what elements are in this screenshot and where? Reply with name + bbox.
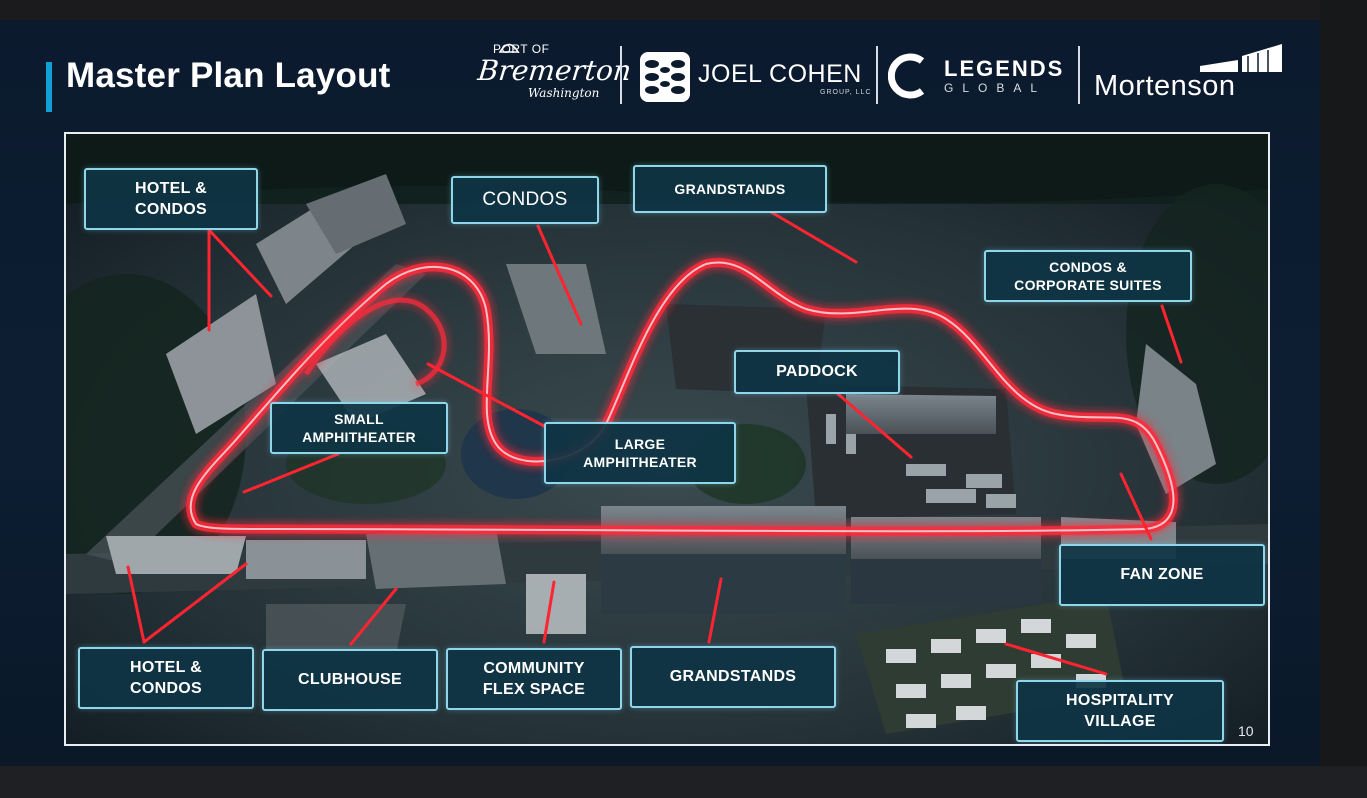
logo-divider: [1078, 46, 1080, 104]
label-grandstands-top: GRANDSTANDS: [633, 165, 827, 213]
label-community-flex-space: COMMUNITY FLEX SPACE: [446, 648, 622, 710]
legends-name: LEGENDS: [944, 56, 1065, 81]
title-accent-bar: [46, 62, 52, 112]
label-paddock: PADDOCK: [734, 350, 900, 394]
aerial-rendering: [66, 134, 1268, 744]
label-condos: CONDOS: [451, 176, 599, 224]
presentation-slide: Master Plan Layout PORT OF Bremerton Was…: [0, 20, 1320, 766]
joel-cohen-sub: GROUP, LLC: [820, 89, 872, 96]
label-fan-zone: FAN ZONE: [1059, 544, 1265, 606]
port-logo-top: PORT OF: [493, 42, 550, 56]
right-edge-panel: [1320, 0, 1367, 798]
bottom-bar: [0, 766, 1367, 798]
label-clubhouse: CLUBHOUSE: [262, 649, 438, 711]
mortenson-name: Mortenson: [1094, 70, 1236, 102]
port-dome-icon: [498, 43, 520, 53]
top-bar: [0, 0, 1367, 20]
label-large-amphitheater: LARGE AMPHITHEATER: [544, 422, 736, 484]
label-grandstands-bottom: GRANDSTANDS: [630, 646, 836, 708]
joel-cohen-mark-icon: [640, 52, 690, 102]
legends-sub: GLOBAL: [944, 81, 1047, 95]
label-hotel-condos-top: HOTEL & CONDOS: [84, 168, 258, 230]
slide-title: Master Plan Layout: [66, 56, 391, 95]
label-condos-corporate-suites: CONDOS & CORPORATE SUITES: [984, 250, 1192, 302]
mortenson-building-icon: [1200, 44, 1282, 72]
logo-divider: [620, 46, 622, 104]
legends-circle-icon: [888, 53, 925, 99]
port-logo-name: Bremerton: [476, 54, 633, 87]
label-small-amphitheater: SMALL AMPHITHEATER: [270, 402, 448, 454]
logo-divider: [876, 46, 878, 104]
label-hotel-condos-bottom: HOTEL & CONDOS: [78, 647, 254, 709]
page-number: 10: [1238, 723, 1254, 739]
label-hospitality-village: HOSPITALITY VILLAGE: [1016, 680, 1224, 742]
joel-cohen-name: JOEL COHEN: [698, 60, 862, 88]
port-logo-sub: Washington: [528, 86, 600, 100]
master-plan-map: HOTEL & CONDOS CONDOS GRANDSTANDS CONDOS…: [64, 132, 1270, 746]
